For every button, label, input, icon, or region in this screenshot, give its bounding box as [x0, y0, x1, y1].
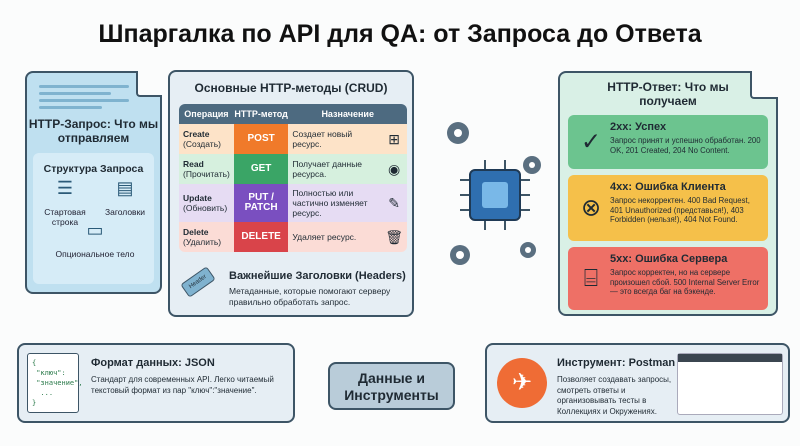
op-ru: (Обновить)	[183, 203, 228, 213]
op-name: Update	[183, 193, 212, 203]
method-row: Create(Создать) POST Создает новый ресур…	[179, 124, 407, 154]
method-desc: Полностью или частично изменяет ресурс.	[292, 188, 368, 218]
col-header: Назначение	[288, 104, 407, 124]
op-ru: (Прочитать)	[183, 169, 230, 179]
label: Заголовки	[104, 207, 146, 217]
page-fold-icon	[750, 71, 778, 99]
document-lines	[39, 81, 129, 113]
json-desc: Стандарт для современных API. Легко чита…	[91, 375, 274, 395]
request-title: HTTP-Запрос: Что мы отправляем	[28, 117, 159, 145]
method-badge: GET	[233, 154, 289, 184]
headers-title: Важнейшие Заголовки (Headers)	[229, 270, 406, 282]
page-fold-icon	[136, 71, 162, 97]
method-row: Read(Прочитать) GET Получает данные ресу…	[179, 154, 407, 184]
postman-title: Инструмент: Postman	[557, 357, 676, 369]
response-title: HTTP-Ответ: Что мы получаем	[607, 80, 729, 108]
operation: Read(Прочитать)	[179, 154, 234, 184]
label: Стартовая строка	[44, 207, 86, 227]
method-row: Delete(Удалить) DELETE Удаляет ресурс. 🗑	[179, 222, 407, 252]
operation: Delete(Удалить)	[179, 222, 234, 252]
header-tag-icon: Header	[180, 266, 216, 298]
broken-server-icon: ⌸	[583, 264, 599, 292]
status-title: 2xx: Успех	[610, 121, 667, 133]
json-title: Формат данных: JSON	[91, 357, 215, 369]
check-circle-icon: ✓	[580, 128, 602, 156]
json-card: { "ключ": "значение", ... } Формат данны…	[17, 343, 295, 423]
postman-screenshot	[677, 353, 783, 415]
operation: Create(Создать)	[179, 124, 234, 154]
method-badge: PUT / PATCH	[233, 184, 289, 222]
data-and-tools-label: Данные и Инструменты	[328, 362, 455, 410]
method-badge: POST	[233, 124, 289, 154]
op-ru: (Создать)	[183, 139, 221, 149]
op-name: Create	[183, 129, 210, 139]
tray-icon: ▭	[86, 220, 104, 240]
method-desc: Получает данные ресурса.	[292, 159, 363, 179]
op-name: Read	[183, 159, 204, 169]
x-question-icon: ⊗	[580, 194, 602, 222]
method-desc: Создает новый ресурс.	[292, 129, 353, 149]
processor-gears-icon	[447, 122, 541, 265]
col-header: HTTP-метод	[233, 104, 289, 124]
op-name: Delete	[183, 227, 209, 237]
op-ru: (Удалить)	[183, 237, 222, 247]
start-line-icon: ☰	[56, 178, 74, 198]
method-desc: Удаляет ресурс.	[292, 232, 357, 242]
status-desc: Запрос некорректен. 400 Bad Request, 401…	[610, 196, 750, 224]
json-document-icon: { "ключ": "значение", ... }	[27, 353, 83, 413]
status-title: 4xx: Ошибка Клиента	[610, 181, 726, 193]
request-structure: Структура Запроса ☰ Стартовая строка ▤ Заг…	[33, 153, 154, 284]
edit-icon: ✎	[388, 195, 400, 211]
status-desc: Запрос корректен, но на сервере произоше…	[610, 268, 760, 296]
plus-icon: ⊞	[388, 131, 400, 147]
headers-desc: Метаданные, которые помогают серверу пра…	[229, 286, 391, 307]
http-request-card: HTTP-Запрос: Что мы отправляем Структура…	[25, 71, 162, 294]
status-desc: Запрос принят и успешно обработан. 200 O…	[610, 136, 761, 155]
method-badge: DELETE	[233, 222, 289, 252]
postman-desc: Позволяет создавать запросы, смотреть от…	[557, 375, 672, 416]
structure-title: Структура Запроса	[43, 163, 144, 175]
eye-icon: ◉	[388, 161, 401, 177]
document-icon: ▤	[116, 178, 134, 198]
trash-icon: 🗑	[385, 229, 403, 245]
col-header: Операция	[179, 104, 234, 124]
status-title: 5xx: Ошибка Сервера	[610, 253, 728, 265]
start-line-item: ☰ Стартовая строка	[37, 178, 93, 227]
postman-card: ✈ Инструмент: Postman Позволяет создават…	[485, 343, 790, 423]
method-row: Update(Обновить) PUT / PATCH Полностью и…	[179, 184, 407, 222]
headers-item: ▤ Заголовки	[97, 178, 153, 217]
methods-title: Основные HTTP-методы (CRUD)	[194, 81, 388, 95]
body-item: ▭ Опциональное тело	[53, 220, 137, 259]
label: Опциональное тело	[55, 249, 135, 259]
operation: Update(Обновить)	[179, 184, 234, 222]
page-title: Шпаргалка по API для QA: от Запроса до О…	[98, 20, 702, 48]
postman-logo-icon: ✈	[497, 358, 547, 408]
